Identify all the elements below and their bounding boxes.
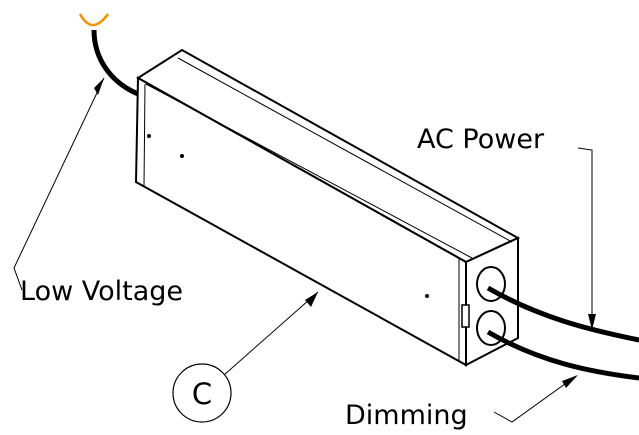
box-top-edge-line [145, 83, 473, 259]
ac-power-leader [577, 147, 593, 328]
box-side-tab [461, 304, 470, 328]
box-front-left-edge [143, 83, 146, 187]
low-voltage-cable [91, 29, 140, 97]
ac-power-label: AC Power [417, 124, 545, 155]
dimming-arrowhead [562, 375, 578, 388]
dimming-label: Dimming [345, 400, 468, 431]
dimming-leader [493, 375, 577, 423]
dimming-cable [486, 329, 639, 381]
box-top-inner-line [177, 57, 513, 243]
callout-c-arrowhead [305, 292, 318, 307]
mounting-hole [425, 294, 429, 298]
callout-c-circle [172, 363, 232, 423]
low-voltage-connector-icon [78, 13, 110, 27]
callout-c-leader [223, 291, 319, 376]
mounting-hole [180, 154, 184, 158]
low-voltage-label: Low Voltage [20, 276, 183, 307]
callout-c-label: C [192, 377, 212, 411]
ac-power-arrowhead [588, 314, 596, 330]
low-voltage-arrowhead [94, 78, 104, 95]
mounting-hole [147, 134, 151, 138]
ac-power-cable [486, 285, 639, 343]
low-voltage-leader [13, 77, 105, 291]
